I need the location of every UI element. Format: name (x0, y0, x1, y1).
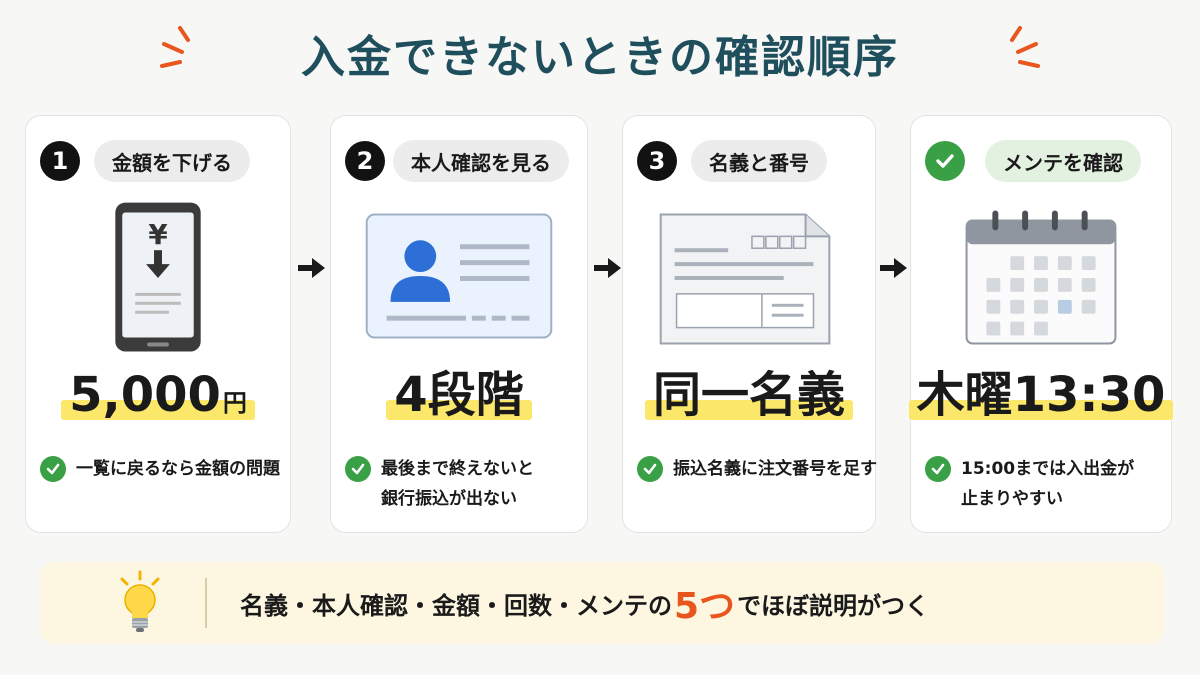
arrow-right-icon (594, 258, 621, 278)
key-figure-value: 4段階 (394, 367, 524, 423)
id-card-icon (365, 213, 553, 339)
step-header: メンテを確認 (925, 138, 1157, 184)
step-label: 金額を下げる (94, 140, 250, 182)
svg-text:¥: ¥ (148, 218, 167, 251)
step-header: 1 金額を下げる (40, 138, 276, 184)
lightbulb-icon (120, 570, 160, 632)
title-area: 入金できないときの確認順序 (0, 18, 1200, 88)
burst-lines-left-icon (160, 26, 190, 68)
key-figure: 5,000円 (26, 364, 290, 424)
step-label: メンテを確認 (985, 140, 1141, 182)
step-label: 名義と番号 (691, 140, 827, 182)
key-figure-value: 5,000 (69, 367, 221, 423)
key-figure: 木曜13:30 (908, 364, 1174, 424)
check-circle-icon (345, 456, 371, 482)
step-card-4: メンテを確認 木曜13:30 15:00までは入出金が 止まりやすい (908, 115, 1174, 533)
note-line: 銀行振込が出ない (381, 489, 517, 509)
step-number-badge: 1 (40, 141, 80, 181)
note-line: 15:00までは入出金が (961, 459, 1135, 479)
burst-lines-right-icon (1010, 26, 1040, 68)
step-note: 最後まで終えないと 銀行振込が出ない (345, 454, 579, 514)
transfer-form-icon (659, 213, 831, 345)
step-label: 本人確認を見る (393, 140, 569, 182)
arrow-right-icon (298, 258, 325, 278)
key-figure-value: 木曜13:30 (916, 367, 1166, 423)
key-figure-value: 同一名義 (652, 367, 845, 423)
step-note: 振込名義に注文番号を足す (637, 454, 877, 484)
summary-text-after: でほぼ説明がつく (737, 591, 930, 620)
check-circle-icon (925, 456, 951, 482)
step-card-3: 3 名義と番号 同一名義 振込名義に注文番号を足す (622, 115, 877, 533)
step-card-1: 1 金額を下げる ¥ 5,000円 一覧に戻るなら金額の問題 (25, 115, 291, 533)
check-circle-icon (925, 141, 965, 181)
note-line: 一覧に戻るなら金額の問題 (76, 459, 280, 479)
key-figure-unit: 円 (222, 389, 247, 417)
summary-highlight: 5つ (674, 586, 736, 627)
check-circle-icon (637, 456, 663, 482)
divider (205, 578, 207, 628)
step-number-badge: 2 (345, 141, 385, 181)
key-figure: 同一名義 (623, 364, 875, 424)
calendar-icon (965, 210, 1117, 345)
check-circle-icon (40, 456, 66, 482)
arrow-right-icon (880, 258, 907, 278)
phone-yen-down-icon: ¥ (115, 202, 201, 352)
step-header: 3 名義と番号 (637, 138, 861, 184)
step-note: 15:00までは入出金が 止まりやすい (925, 454, 1163, 514)
step-note: 一覧に戻るなら金額の問題 (40, 454, 282, 484)
note-line: 振込名義に注文番号を足す (673, 459, 877, 479)
step-number-badge: 3 (637, 141, 677, 181)
step-header: 2 本人確認を見る (345, 138, 573, 184)
note-line: 止まりやすい (961, 489, 1063, 509)
note-line: 最後まで終えないと (381, 459, 534, 479)
page-title: 入金できないときの確認順序 (301, 32, 899, 83)
summary-text-before: 名義・本人確認・金額・回数・メンテの (240, 591, 672, 620)
step-card-2: 2 本人確認を見る 4段階 最後まで終えないと 銀行振込が出ない (330, 115, 588, 533)
key-figure: 4段階 (331, 364, 587, 424)
